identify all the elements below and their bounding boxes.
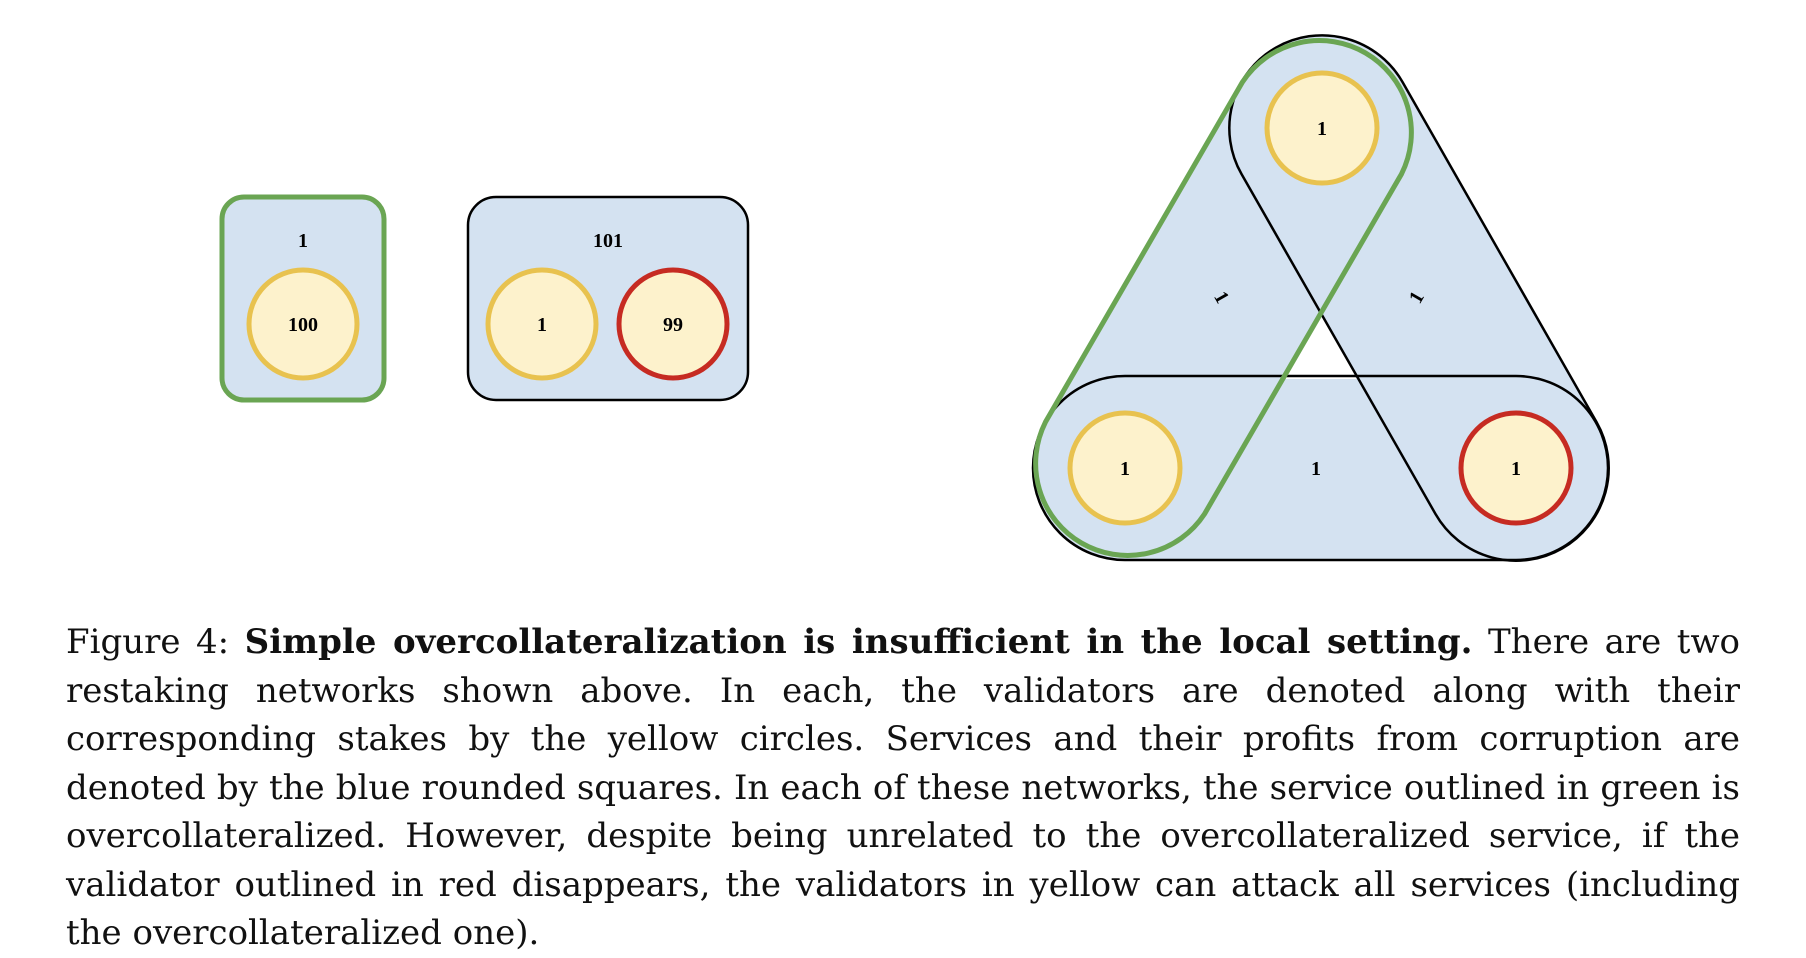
validator-top-circle <box>1264 70 1380 186</box>
validator-a1-circle <box>246 267 360 381</box>
triangle-center-gap <box>1283 343 1357 379</box>
service-a: 1 100 <box>219 194 387 403</box>
validator-bottom-left-label: 1 <box>1120 458 1130 480</box>
validator-b1-circle <box>485 267 599 381</box>
right-network: 1 1 1 1 1 1 <box>1031 34 1610 562</box>
validator-b2-label: 99 <box>663 314 683 336</box>
figure-4-diagram: 1 100 101 1 99 1 1 1 1 1 <box>219 34 1610 562</box>
figure-caption: Figure 4: Simple overcollateralization i… <box>66 618 1740 958</box>
validator-bottom-right-label: 1 <box>1511 458 1521 480</box>
validator-bottom-right-circle <box>1458 410 1574 526</box>
validator-b1-label: 1 <box>537 314 547 336</box>
caption-prefix: Figure 4: <box>66 622 245 662</box>
validator-b2-circle <box>616 267 730 381</box>
validator-bottom-left-circle <box>1067 410 1183 526</box>
service-b: 101 1 99 <box>466 195 750 402</box>
service-bottom-edge-label: 1 <box>1311 458 1321 480</box>
validator-a1-label: 100 <box>288 314 318 336</box>
service-left-edge-outline <box>1033 38 1414 558</box>
service-left-edge-fill <box>1033 36 1414 560</box>
service-a-label: 1 <box>298 230 308 252</box>
service-b-label: 101 <box>593 230 623 252</box>
left-network: 1 100 101 1 99 <box>219 194 750 403</box>
caption-bold-title: Simple overcollateralization is insuffic… <box>244 622 1473 662</box>
caption-body: There are two restaking networks shown a… <box>66 622 1741 953</box>
validator-top-label: 1 <box>1317 118 1327 140</box>
